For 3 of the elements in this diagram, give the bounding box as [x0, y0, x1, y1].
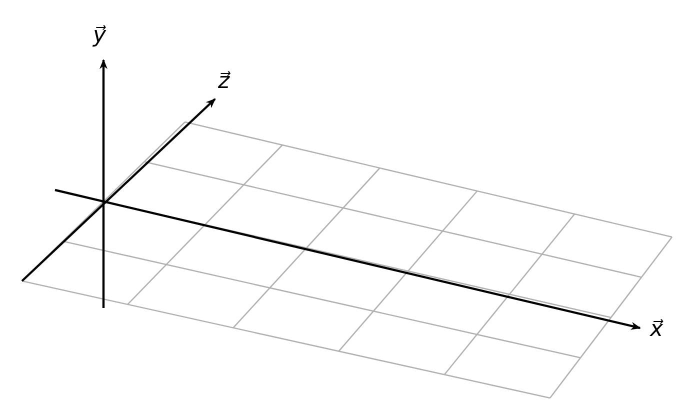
axis-label: z⃗ — [218, 70, 230, 94]
axis-label: y⃗ — [93, 24, 106, 48]
axis-label: x⃗ — [650, 318, 664, 342]
